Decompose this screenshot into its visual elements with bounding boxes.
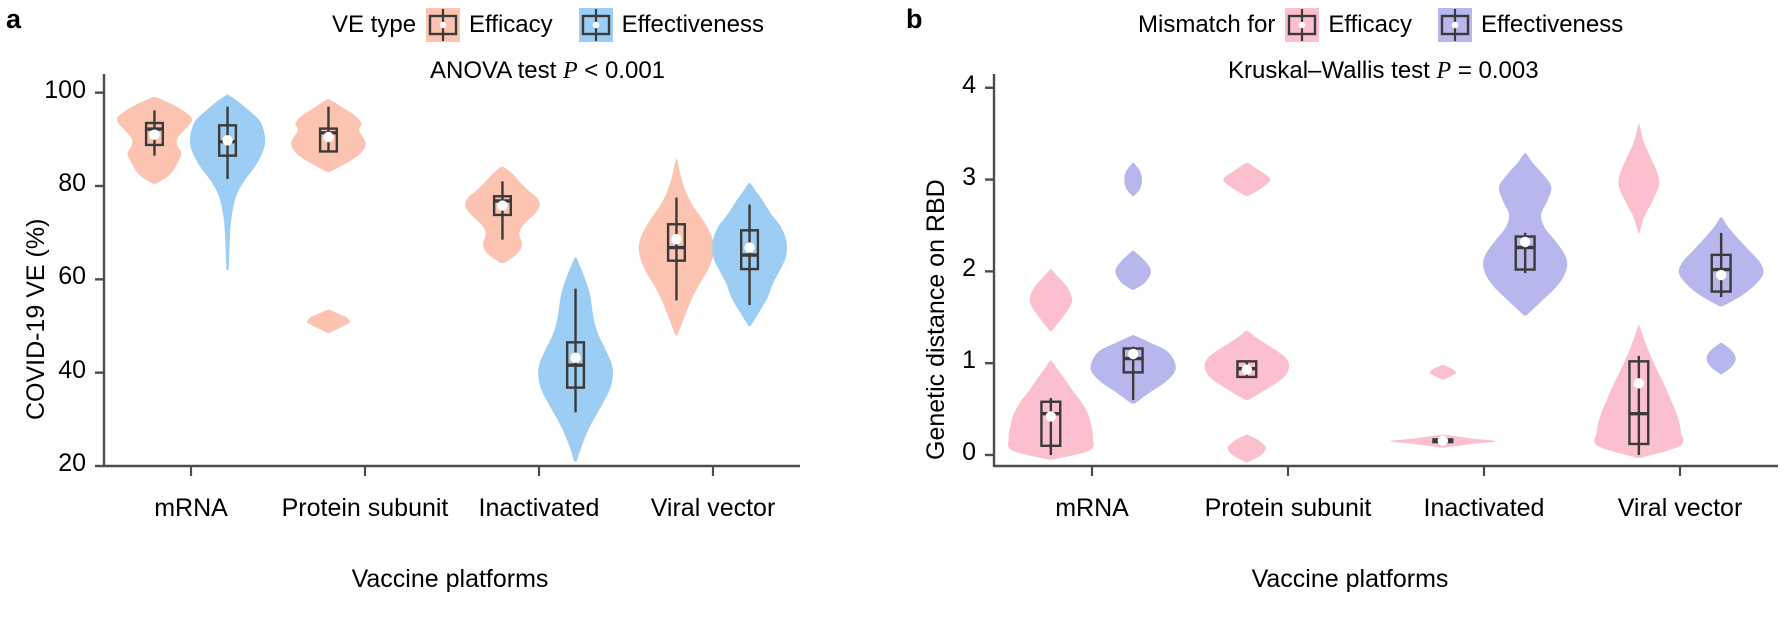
- x-tick-label-mrna: mRNA: [154, 494, 228, 522]
- panel-b: b Mismatch for Efficacy: [890, 0, 1780, 626]
- panel-b-legend-label-efficacy: Efficacy: [1328, 11, 1412, 38]
- series-effectiveness: [189, 94, 787, 462]
- boxplot-key-efficacy-icon: [426, 8, 461, 42]
- x-tick-label-viral-vector: Viral vector: [1617, 494, 1743, 522]
- boxplot-key-efficacy-icon: [1285, 8, 1320, 42]
- y-tick-label: 100: [44, 75, 86, 104]
- panel-a: a VE type Efficacy: [6, 4, 800, 593]
- x-tick-label-mrna: mRNA: [1055, 494, 1129, 522]
- panel-b-plot-canvas: [985, 74, 1778, 476]
- panel-a-stat-prefix: ANOVA test: [430, 57, 563, 84]
- panel-a-stat-annotation: ANOVA test P < 0.001: [430, 57, 665, 85]
- panel-b-letter: b: [906, 4, 923, 34]
- panel-b-stat-pvalue-symbol: P: [1436, 58, 1452, 84]
- panel-b-stat-annotation: Kruskal–Wallis test P = 0.003: [1228, 57, 1539, 85]
- y-tick-label: 1: [962, 346, 976, 375]
- panel-a-legend-title: VE type: [332, 11, 417, 38]
- panel-b-x-axis-label: Vaccine platforms: [1251, 565, 1449, 593]
- y-tick-label: 2: [962, 254, 976, 283]
- y-tick-label: 20: [58, 449, 86, 477]
- boxplot-key-effectiveness-icon: [578, 8, 613, 42]
- panel-a-x-axis-label: Vaccine platforms: [351, 565, 549, 593]
- panel-a-legend-entry-efficacy[interactable]: Efficacy: [426, 8, 553, 42]
- y-tick-label: 3: [962, 162, 976, 191]
- panel-a-legend-label-efficacy: Efficacy: [469, 11, 553, 38]
- panel-a-legend-label-effectiveness: Effectiveness: [621, 11, 764, 38]
- x-tick-label-protein-subunit: Protein subunit: [281, 494, 449, 522]
- x-tick-label-inactivated: Inactivated: [1423, 494, 1545, 522]
- y-tick-label: 0: [962, 437, 976, 466]
- panel-a-legend-entry-effectiveness[interactable]: Effectiveness: [578, 8, 764, 42]
- panel-b-legend-label-effectiveness: Effectiveness: [1480, 11, 1624, 38]
- panel-b-legend-title: Mismatch for: [1138, 11, 1276, 38]
- panel-a-stat-pvalue-symbol: P: [562, 58, 578, 84]
- panel-a-legend: VE type Efficacy: [332, 8, 764, 42]
- boxplot-key-effectiveness-icon: [1437, 8, 1472, 42]
- x-tick-label-inactivated: Inactivated: [478, 494, 600, 522]
- series-efficacy: [116, 96, 715, 336]
- panel-b-legend: Mismatch for Efficacy: [1138, 8, 1623, 42]
- x-tick-label-viral-vector: Viral vector: [650, 494, 776, 522]
- x-tick-label-protein-subunit: Protein subunit: [1204, 494, 1372, 522]
- series-efficacy: [1007, 122, 1684, 463]
- y-tick-label: 80: [58, 169, 86, 197]
- panel-b-legend-entry-effectiveness[interactable]: Effectiveness: [1437, 8, 1624, 42]
- panel-b-stat-suffix: = 0.003: [1451, 57, 1539, 84]
- y-tick-label: 40: [58, 355, 86, 384]
- panel-b-stat-prefix: Kruskal–Wallis test: [1228, 57, 1437, 84]
- panel-a-plot-canvas: [95, 74, 800, 476]
- panel-a-letter: a: [6, 4, 22, 34]
- y-tick-label: 60: [58, 262, 86, 291]
- y-tick-label: 4: [962, 70, 976, 99]
- panel-b-legend-entry-efficacy[interactable]: Efficacy: [1285, 8, 1412, 42]
- panel-a-stat-suffix: < 0.001: [577, 57, 666, 84]
- series-effectiveness: [1090, 152, 1764, 404]
